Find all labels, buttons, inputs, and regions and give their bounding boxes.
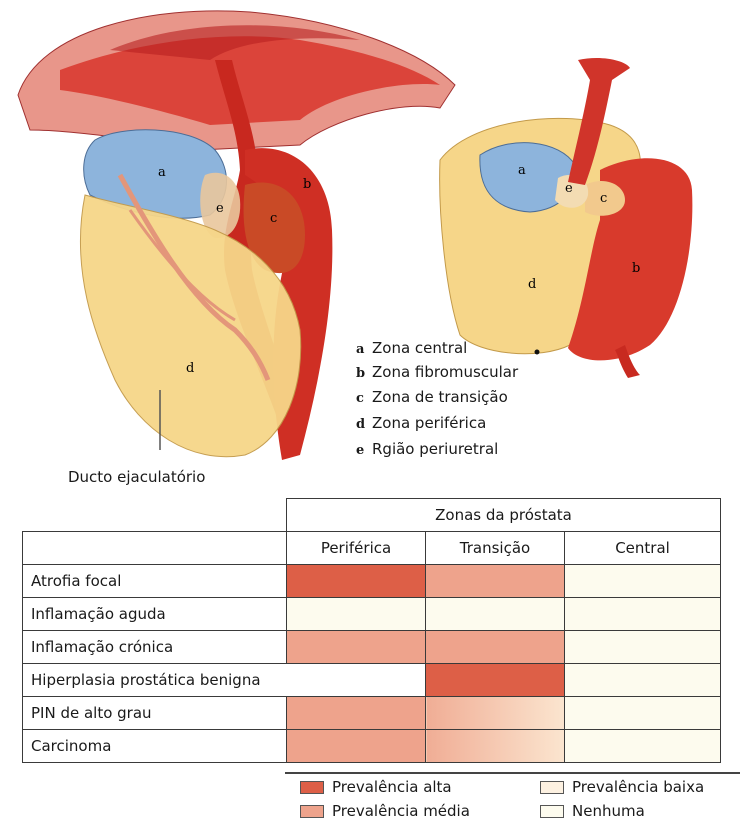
legend-item-alta: Prevalência alta <box>300 778 452 796</box>
table-row: Carcinoma <box>23 729 721 762</box>
cell-level <box>426 696 565 729</box>
swatch-alta <box>300 781 324 794</box>
cell-level <box>287 564 426 597</box>
cell-level <box>565 564 721 597</box>
cell-level <box>287 597 426 630</box>
cell-level <box>565 597 721 630</box>
label-e-left: e <box>216 201 224 216</box>
table-row: Atrofia focal <box>23 564 721 597</box>
row-label: PIN de alto grau <box>23 696 287 729</box>
label-d-right: d <box>528 277 536 292</box>
label-e-right: e <box>565 181 573 196</box>
cell-level <box>426 597 565 630</box>
legend-divider <box>285 772 740 774</box>
row-label: Inflamação crónica <box>23 630 287 663</box>
cell-level <box>287 729 426 762</box>
cell-level <box>426 630 565 663</box>
label-d-left: d <box>186 361 194 376</box>
swatch-nenhuma <box>540 805 564 818</box>
row-label: Inflamação aguda <box>23 597 287 630</box>
column-header: Periférica <box>287 531 426 564</box>
cell-level <box>426 564 565 597</box>
cell-level <box>426 729 565 762</box>
row-label: Hiperplasia prostática benigna <box>23 663 426 696</box>
row-label: Atrofia focal <box>23 564 287 597</box>
label-a-right: a <box>518 163 526 178</box>
legend-item-media: Prevalência média <box>300 802 470 820</box>
cell-level <box>565 729 721 762</box>
table-row: Hiperplasia prostática benigna <box>23 663 721 696</box>
swatch-media <box>300 805 324 818</box>
legend-item-baixa: Prevalência baixa <box>540 778 704 796</box>
swatch-baixa <box>540 781 564 794</box>
cell-level <box>287 696 426 729</box>
cell-level <box>565 663 721 696</box>
column-header: Central <box>565 531 721 564</box>
label-c-left: c <box>270 211 277 226</box>
cell-level <box>565 630 721 663</box>
column-header: Transição <box>426 531 565 564</box>
duct-label: Ducto ejaculatório <box>68 468 205 486</box>
table-row: PIN de alto grau <box>23 696 721 729</box>
cross-section-view <box>440 58 693 378</box>
group-header: Zonas da próstata <box>287 499 721 532</box>
label-b-left: b <box>303 177 311 192</box>
table-row: Inflamação aguda <box>23 597 721 630</box>
cell-level <box>287 630 426 663</box>
table-row: Inflamação crónica <box>23 630 721 663</box>
label-b-right: b <box>632 261 640 276</box>
label-a-left: a <box>158 165 166 180</box>
cell-level <box>565 696 721 729</box>
label-c-right: c <box>600 191 607 206</box>
cell-level <box>426 663 565 696</box>
row-label: Carcinoma <box>23 729 287 762</box>
prevalence-table: Zonas da próstata Periférica Transição C… <box>22 498 721 763</box>
legend-item-nenhuma: Nenhuma <box>540 802 645 820</box>
